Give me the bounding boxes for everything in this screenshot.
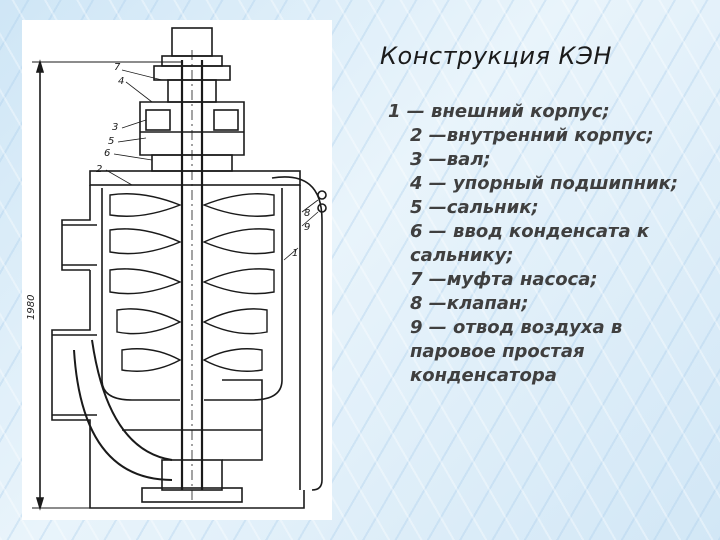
callout-2: 2	[96, 164, 102, 175]
legend-item: 7 —муфта насоса;	[410, 269, 598, 290]
parts-legend: 1 — внешний корпус; 2 —внутренний корпус…	[388, 100, 700, 388]
legend-item: 9 — отвод воздуха в паровое простая конд…	[410, 317, 623, 386]
dimension-label: 1980	[26, 295, 37, 320]
callout-1: 1	[292, 248, 298, 259]
callout-6: 6	[104, 148, 110, 159]
legend-item: 8 —клапан;	[410, 293, 529, 314]
callout-4: 4	[118, 76, 124, 87]
callout-7: 7	[114, 62, 121, 73]
pump-drawing-svg: 7 4 3 5 6 2 8 9 1 1980	[26, 27, 327, 511]
legend-item: 2 —внутренний корпус;	[410, 125, 654, 146]
legend-item: 3 —вал;	[410, 149, 491, 170]
legend-item: 4 — упорный подшипник;	[410, 173, 679, 194]
legend-item: 5 —сальник;	[410, 197, 539, 218]
pump-cross-section-drawing: 7 4 3 5 6 2 8 9 1 1980	[22, 20, 332, 520]
slide-title: Конструкция КЭН	[380, 42, 612, 70]
callout-5: 5	[108, 136, 114, 147]
callout-8: 8	[304, 208, 310, 219]
legend-item: 1 — внешний корпус;	[388, 101, 610, 122]
callout-3: 3	[112, 122, 118, 133]
callout-9: 9	[304, 222, 310, 233]
legend-item: 6 — ввод конденсата к сальнику;	[410, 221, 650, 266]
